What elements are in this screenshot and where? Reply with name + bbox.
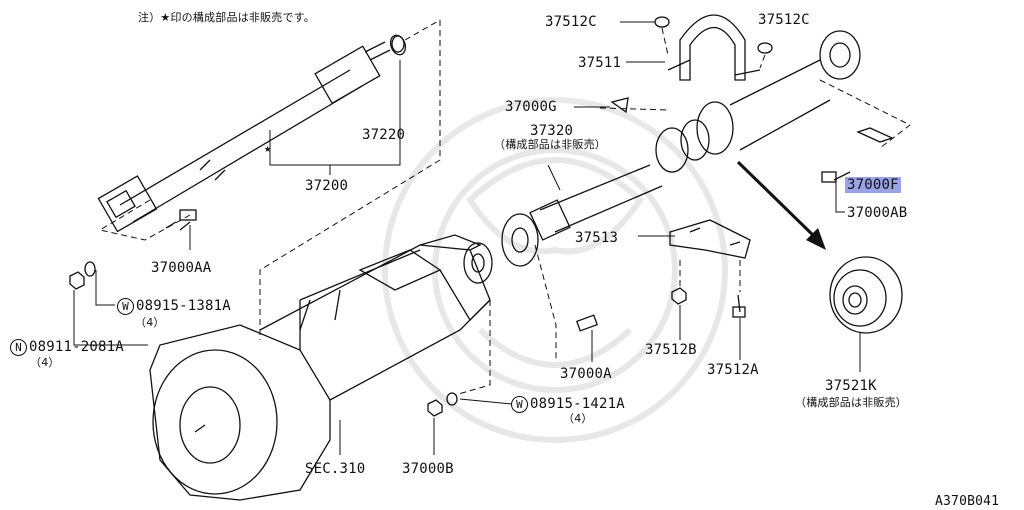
label-37000b[interactable]: 37000B — [402, 461, 454, 477]
explode-arrow — [736, 160, 826, 250]
watermark-emblem — [382, 97, 728, 443]
n-circle-icon: N — [10, 339, 27, 356]
part-number-text: 08911-2081A — [29, 339, 124, 355]
nut-washer-left — [69, 261, 96, 290]
note-text: 注）★印の構成部品は非販売です。 — [138, 11, 315, 24]
label-37200[interactable]: 37200 — [305, 178, 349, 194]
label-37320-note: （構成部品は非販売） — [494, 138, 606, 151]
qty-08915-1381a: （4） — [135, 316, 165, 329]
label-37000a[interactable]: 37000A — [560, 366, 612, 382]
label-37220[interactable]: 37220 — [362, 127, 406, 143]
label-37512c-right[interactable]: 37512C — [758, 12, 810, 28]
dashed-guides — [98, 19, 911, 396]
label-37511[interactable]: 37511 — [578, 55, 622, 71]
plug-37000g — [610, 97, 629, 114]
transmission-sec310 — [149, 234, 493, 501]
center-bracket-37511 — [667, 14, 761, 81]
center-bearing-37521k — [829, 256, 903, 334]
label-sec310[interactable]: SEC.310 — [305, 461, 366, 477]
bolt-37512a — [732, 294, 746, 318]
washer-37512c-left — [654, 16, 670, 28]
rear-propeller-shaft — [501, 30, 861, 267]
label-37000g[interactable]: 37000G — [505, 99, 557, 115]
washer-08915-1421a — [446, 392, 458, 406]
qty-08915-1421a: （4） — [563, 412, 593, 425]
nut-37000b — [427, 399, 443, 417]
label-37521k[interactable]: 37521K — [825, 378, 877, 394]
clamp-37000f — [856, 127, 894, 143]
w-circle-icon: W — [117, 298, 134, 315]
label-37512c-left[interactable]: 37512C — [545, 14, 597, 30]
label-37000f-highlight[interactable]: 37000F — [845, 177, 901, 193]
label-37512a[interactable]: 37512A — [707, 362, 759, 378]
figure-code: A370B041 — [935, 494, 1000, 509]
w-circle-icon: W — [511, 396, 528, 413]
label-37000ab[interactable]: 37000AB — [847, 205, 908, 221]
label-37521k-note: （構成部品は非販売） — [795, 396, 907, 409]
part-number-text: 08915-1381A — [136, 298, 231, 314]
label-37320[interactable]: 37320 — [530, 123, 574, 139]
bracket-37513 — [669, 219, 751, 259]
nut-37512b — [671, 287, 687, 305]
bolt-37000a — [575, 314, 599, 332]
part-number-text: 08915-1421A — [530, 396, 625, 412]
star-mark: ★ — [264, 141, 272, 155]
label-37000aa[interactable]: 37000AA — [151, 260, 212, 276]
label-37513[interactable]: 37513 — [575, 230, 619, 246]
label-37000f[interactable]: 37000F — [845, 177, 901, 193]
leader-lines — [73, 21, 865, 455]
label-37512b[interactable]: 37512B — [645, 342, 697, 358]
qty-08911-2081a: （4） — [30, 356, 60, 369]
front-propeller-shaft — [97, 34, 407, 233]
washer-37512c-right — [757, 42, 773, 54]
